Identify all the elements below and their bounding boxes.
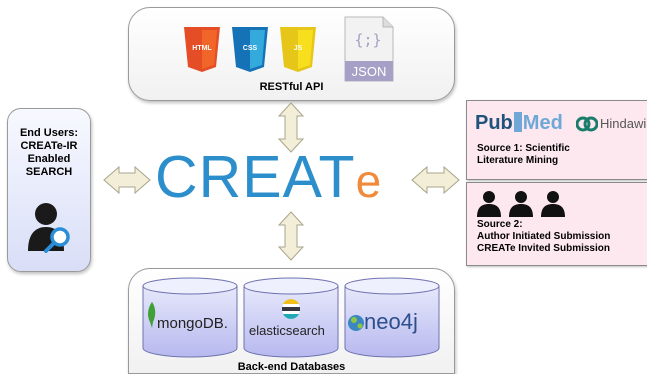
double-arrow-bottom bbox=[277, 211, 305, 261]
elasticsearch-cylinder bbox=[243, 277, 339, 358]
css3-icon: CSS bbox=[232, 27, 268, 72]
neo4j-graph-icon bbox=[348, 315, 364, 331]
pubmed-bookmark-icon bbox=[513, 112, 522, 132]
user-search-icon bbox=[28, 203, 70, 253]
pubmed-logo: Pub Med bbox=[475, 112, 563, 135]
source1-line-2: Literature Mining bbox=[477, 155, 559, 166]
pubmed-pub-text: Pub bbox=[475, 112, 513, 134]
json-file-icon: {;} JSON bbox=[344, 16, 394, 82]
js-icon: JS bbox=[280, 27, 316, 72]
end-users-line-3: Enabled bbox=[27, 153, 71, 165]
source1-caption: Source 1: Scientific Literature Mining bbox=[477, 143, 570, 167]
end-users-line-2: CREATe-IR bbox=[20, 140, 78, 152]
neo4j-label: neo4j bbox=[364, 309, 418, 334]
hindawi-text: Hindawi bbox=[600, 116, 647, 131]
restful-api-label: RESTful API bbox=[259, 81, 324, 93]
hindawi-logo-icon bbox=[576, 116, 598, 132]
source2-caption: Source 2: Author Initiated Submission CR… bbox=[477, 219, 610, 255]
mongodb-label: mongoDB. bbox=[157, 315, 228, 332]
source2-line-1: Source 2: bbox=[477, 219, 523, 230]
html5-icon: HTML bbox=[184, 27, 220, 72]
svg-text:CSS: CSS bbox=[243, 45, 258, 52]
pubmed-med-text: Med bbox=[522, 112, 563, 134]
svg-text:JSON: JSON bbox=[352, 64, 387, 79]
svg-text:{;}: {;} bbox=[354, 31, 381, 49]
mongodb-leaf-icon bbox=[148, 302, 156, 328]
web-tech-icons: HTML CSS JS {;} JSON bbox=[184, 16, 394, 82]
end-users-line-4: SEARCH bbox=[25, 166, 73, 178]
end-users-line-1: End Users: bbox=[19, 127, 79, 139]
neo4j-cylinder bbox=[344, 277, 440, 358]
svg-text:HTML: HTML bbox=[192, 45, 212, 52]
source1-line-1: Source 1: Scientific bbox=[477, 143, 570, 154]
end-users-title: End Users: CREATe-IR Enabled SEARCH bbox=[8, 127, 90, 179]
double-arrow-right bbox=[411, 165, 460, 195]
source1-document: Pub Med Hindawi Source 1: Scientific Lite… bbox=[466, 100, 647, 180]
source2-document: Source 2: Author Initiated Submission CR… bbox=[466, 182, 647, 266]
double-arrow-top bbox=[277, 102, 305, 153]
mongodb-cylinder bbox=[142, 277, 238, 358]
source2-line-2: Author Initiated Submission bbox=[477, 231, 611, 242]
source2-line-3: CREATe Invited Submission bbox=[477, 243, 610, 254]
elasticsearch-label: elasticsearch bbox=[249, 323, 325, 338]
create-logo: CREATe bbox=[155, 147, 382, 211]
svg-text:JS: JS bbox=[294, 45, 303, 52]
create-logo-main: CREAT bbox=[155, 144, 356, 210]
double-arrow-left bbox=[103, 165, 151, 195]
authors-icon bbox=[477, 191, 565, 217]
database-cylinders bbox=[142, 277, 440, 358]
elasticsearch-logo-icon bbox=[282, 299, 300, 319]
end-users-box: End Users: CREATe-IR Enabled SEARCH bbox=[7, 108, 91, 272]
create-logo-accent: e bbox=[355, 155, 383, 207]
backend-databases-label: Back-end Databases bbox=[237, 361, 346, 373]
